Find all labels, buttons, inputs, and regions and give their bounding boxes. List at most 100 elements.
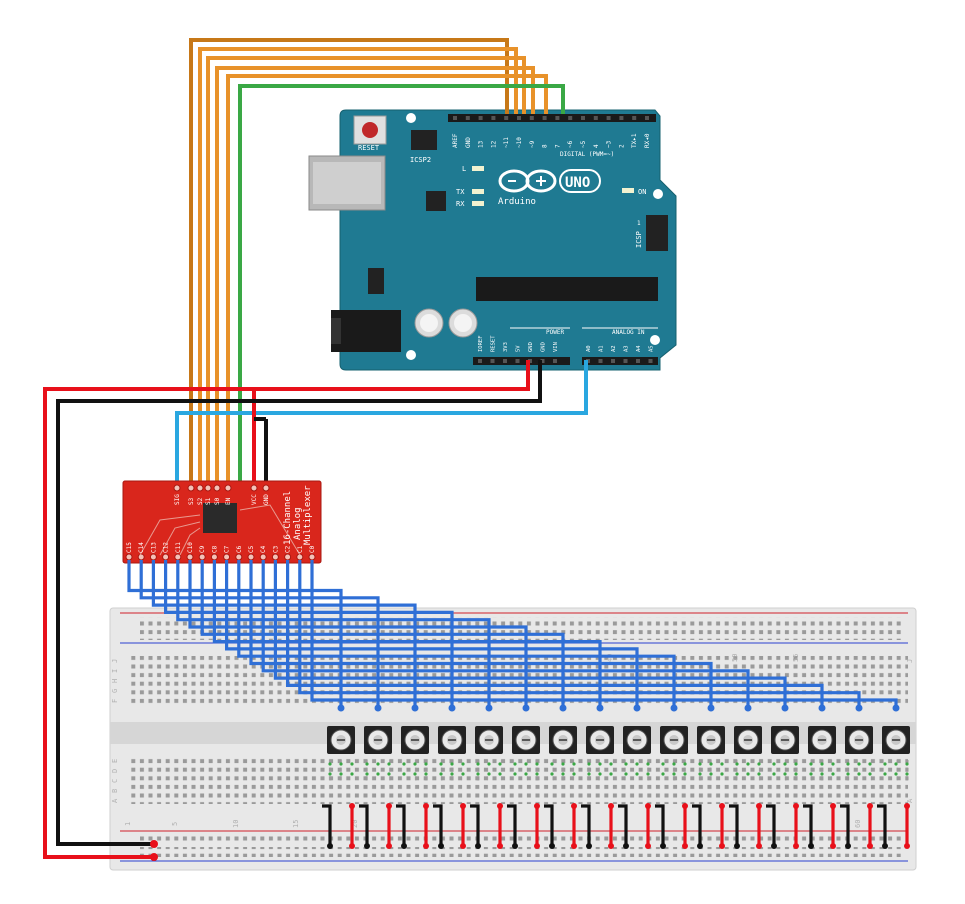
gnd-jumper-end bbox=[623, 843, 629, 849]
potentiometer[interactable] bbox=[327, 726, 355, 784]
gnd-jumper bbox=[507, 804, 517, 846]
power-label: POWER bbox=[546, 329, 564, 336]
vcc-jumper-end bbox=[756, 843, 762, 849]
vcc-jumper-end bbox=[682, 843, 688, 849]
mux-title-line1: 16-Channel bbox=[283, 491, 293, 545]
power-pin-label: 3V3 bbox=[503, 342, 509, 352]
channel-wire bbox=[164, 560, 454, 708]
vcc-jumper-end bbox=[571, 803, 577, 809]
mux-top-pin-label: S1 bbox=[205, 497, 212, 505]
wire-gnd bbox=[56, 360, 542, 846]
gnd-jumper bbox=[618, 804, 628, 846]
wire-end bbox=[744, 704, 752, 712]
led-rx-label: RX bbox=[456, 200, 465, 208]
wire-end bbox=[855, 704, 863, 712]
gnd-jumper bbox=[655, 804, 665, 846]
gnd-jumper bbox=[692, 804, 702, 846]
mux-bottom-pin-label: C11 bbox=[175, 542, 182, 553]
vcc-jumper-end bbox=[497, 803, 503, 809]
gnd-jumper bbox=[359, 804, 369, 846]
channel-wires bbox=[127, 560, 900, 712]
row-letter-a: A bbox=[111, 798, 119, 803]
icsp-one-label: 1 bbox=[637, 220, 641, 227]
wire-enable-green bbox=[238, 84, 565, 488]
atmega-chip bbox=[476, 277, 658, 301]
gnd-jumper-end bbox=[512, 843, 518, 849]
row-letter-c: C bbox=[111, 779, 119, 783]
analog-pin-label: A2 bbox=[611, 345, 617, 352]
mux-bottom-pin-label: C6 bbox=[236, 545, 243, 553]
potentiometer[interactable] bbox=[401, 726, 429, 784]
reset-label: RESET bbox=[358, 144, 380, 152]
vcc-jumper-end bbox=[830, 803, 836, 809]
vcc-jumper-end bbox=[460, 843, 466, 849]
wire-sig-a0 bbox=[175, 360, 588, 488]
wire-5v-vcc bbox=[43, 360, 530, 859]
rail-junction-5v bbox=[150, 853, 158, 861]
power-pin-label: IOREF bbox=[478, 335, 484, 352]
gnd-jumper bbox=[544, 804, 554, 846]
icsp-label: ICSP bbox=[635, 231, 643, 248]
wire-s2-pin10 bbox=[198, 47, 518, 488]
row-letter-e: E bbox=[111, 759, 119, 763]
potentiometer[interactable] bbox=[438, 726, 466, 784]
icsp2-label: ICSP2 bbox=[410, 156, 431, 164]
power-pin-label: GND bbox=[541, 342, 547, 352]
potentiometer[interactable] bbox=[845, 726, 873, 784]
digital-pin-label: 2 bbox=[618, 144, 625, 148]
potentiometer[interactable] bbox=[882, 726, 910, 784]
potentiometer[interactable] bbox=[586, 726, 614, 784]
gnd-jumper bbox=[433, 804, 443, 846]
mux-bottom-pin-label: C2 bbox=[285, 545, 292, 553]
col-number-60: 60 bbox=[854, 820, 862, 828]
potentiometer[interactable] bbox=[549, 726, 577, 784]
channel-wire bbox=[261, 560, 750, 708]
logo-arduino-text: Arduino bbox=[498, 197, 536, 207]
vcc-jumper-end bbox=[719, 843, 725, 849]
vcc-jumper-end bbox=[682, 803, 688, 809]
mux-bottom-pin-label: C14 bbox=[138, 542, 145, 553]
on-label: ON bbox=[638, 188, 646, 196]
potentiometer[interactable] bbox=[697, 726, 725, 784]
mux-bottom-pin-label: C13 bbox=[150, 542, 157, 553]
potentiometer[interactable] bbox=[734, 726, 762, 784]
arduino-logo bbox=[498, 169, 601, 193]
potentiometer[interactable] bbox=[660, 726, 688, 784]
digital-pin-label: AREF bbox=[452, 133, 459, 148]
potentiometer[interactable] bbox=[512, 726, 540, 784]
channel-wire bbox=[139, 560, 380, 708]
mux-bottom-pin-label: C3 bbox=[272, 545, 279, 553]
potentiometer[interactable] bbox=[808, 726, 836, 784]
potentiometer[interactable] bbox=[364, 726, 392, 784]
gnd-jumper-end bbox=[697, 843, 703, 849]
gnd-jumper-end bbox=[808, 843, 814, 849]
vcc-jumper-end bbox=[904, 803, 910, 809]
power-jack bbox=[331, 310, 401, 352]
potentiometer[interactable] bbox=[475, 726, 503, 784]
digital-pin-label: 8 bbox=[542, 144, 549, 148]
gnd-jumper-end bbox=[549, 843, 555, 849]
reset-button[interactable] bbox=[353, 115, 387, 145]
vcc-jumper-end bbox=[867, 843, 873, 849]
wire-end bbox=[559, 704, 567, 712]
channel-wire bbox=[212, 560, 602, 708]
gnd-jumper-end bbox=[401, 843, 407, 849]
vcc-jumper-end bbox=[719, 803, 725, 809]
on-led bbox=[622, 188, 634, 193]
gnd-jumper-end bbox=[475, 843, 481, 849]
wire-end bbox=[411, 704, 419, 712]
gnd-jumper bbox=[581, 804, 591, 846]
row-letter-a-right: A bbox=[906, 798, 914, 803]
potentiometer[interactable] bbox=[771, 726, 799, 784]
power-pin-label: VIN bbox=[553, 342, 559, 352]
potentiometer[interactable] bbox=[623, 726, 651, 784]
gnd-jumper-end bbox=[438, 843, 444, 849]
wire-end bbox=[633, 704, 641, 712]
row-letter-d: D bbox=[111, 769, 119, 773]
col-number-15: 15 bbox=[292, 820, 300, 828]
gnd-jumper bbox=[803, 804, 813, 846]
vcc-jumper-end bbox=[793, 843, 799, 849]
